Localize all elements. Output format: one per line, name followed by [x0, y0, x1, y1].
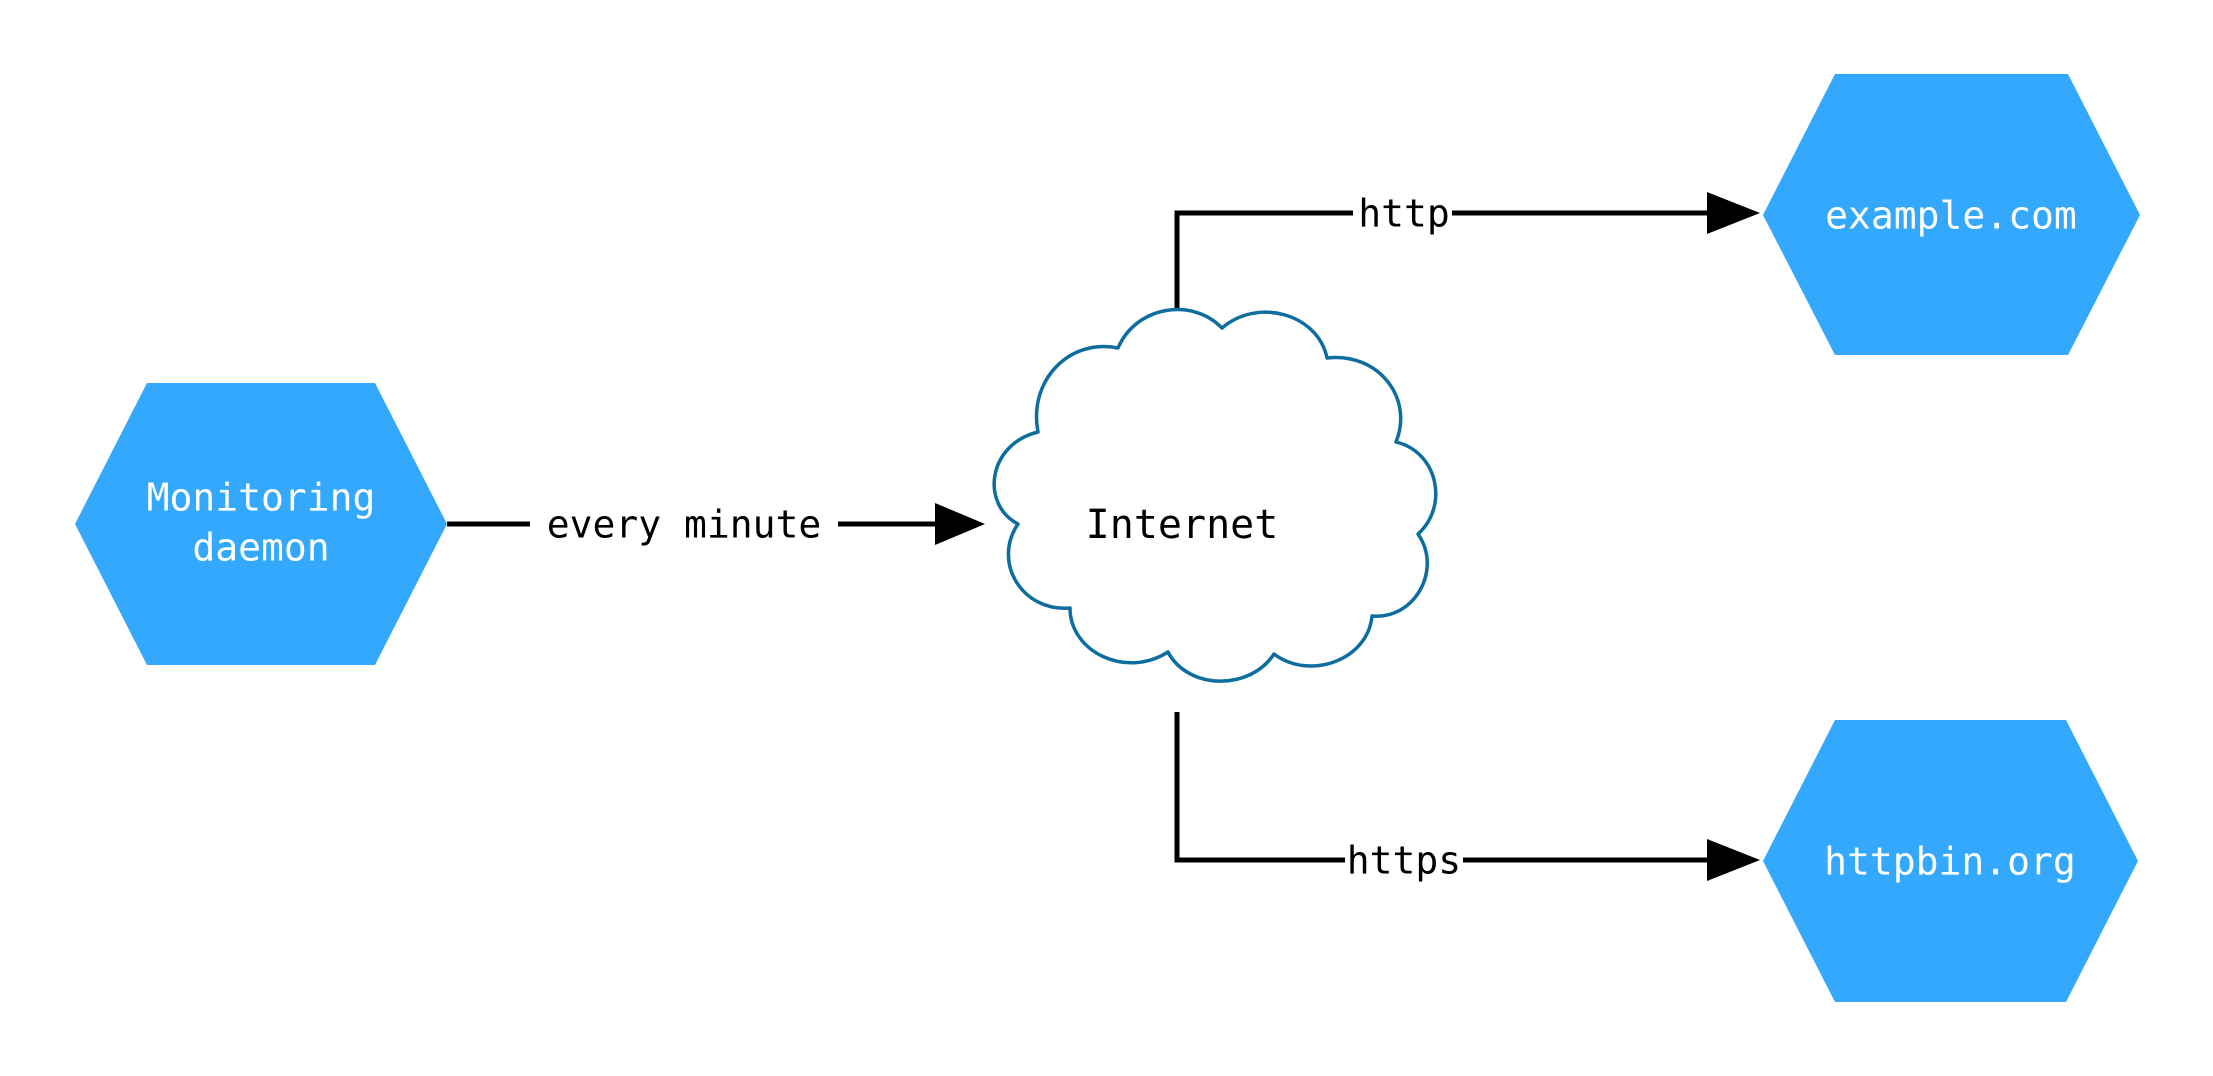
internet-cloud-shape[interactable] [992, 307, 1438, 683]
example-com-label: example.com [1825, 194, 2077, 238]
httpbin-org-label: httpbin.org [1824, 840, 2076, 884]
edge-http-arrowhead [1707, 192, 1760, 234]
node-example-com[interactable]: example.com [1763, 74, 2140, 355]
edge-https-elbow [1174, 712, 1345, 863]
internet-cloud-label: Internet [1086, 502, 1279, 548]
edge-http: http [1174, 192, 1760, 332]
edge-http-elbow [1174, 210, 1353, 332]
httpbin-org-hexagon[interactable] [1763, 720, 2138, 1002]
example-com-hexagon[interactable] [1763, 74, 2140, 355]
edge-https: https [1174, 712, 1760, 883]
monitoring-daemon-label-line2: daemon [192, 526, 329, 570]
node-internet-cloud[interactable]: Internet [992, 307, 1438, 683]
monitoring-daemon-label-line1: Monitoring [147, 476, 376, 520]
edge-every-minute-arrowhead [935, 503, 985, 545]
node-httpbin-org[interactable]: httpbin.org [1763, 720, 2138, 1002]
edge-https-arrowhead [1707, 839, 1760, 881]
edge-http-label: http [1358, 192, 1450, 236]
node-monitoring-daemon[interactable]: Monitoring daemon [75, 383, 447, 665]
edge-every-minute: every minute [447, 503, 985, 547]
edge-every-minute-label: every minute [547, 503, 822, 547]
edge-https-label: https [1347, 839, 1461, 883]
monitoring-daemon-hexagon[interactable] [75, 383, 447, 665]
